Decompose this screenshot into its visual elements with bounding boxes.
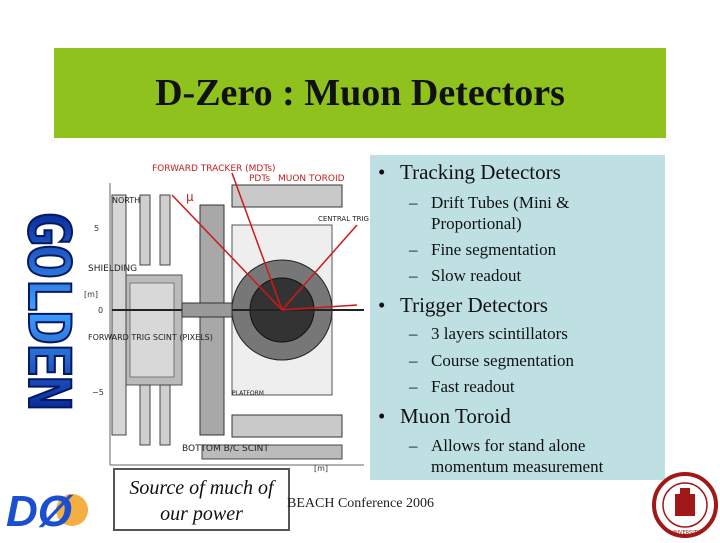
label-north: NORTH <box>112 196 140 205</box>
sub-dash: – <box>409 436 418 455</box>
university-seal: UNIVERSITY <box>652 472 718 538</box>
label-muon-toroid: MUON TOROID <box>278 174 345 184</box>
sub-text: Allows for stand alone momentum measurem… <box>431 436 604 476</box>
label-pdts: PDTs <box>249 174 270 184</box>
d0-logo: DØ <box>2 482 92 538</box>
bullet-text: Tracking Detectors <box>400 160 561 184</box>
golden-logo-text: GOLDEN <box>15 211 80 409</box>
sub-item: – Drift Tubes (Mini & Proportional) <box>409 192 659 234</box>
unit-m-bottom: [m] <box>314 464 328 473</box>
bullet-text: Trigger Detectors <box>400 293 548 317</box>
seal-graphic: UNIVERSITY <box>652 472 718 538</box>
golden-logo-graphic: GOLDEN <box>14 210 84 410</box>
golden-vertical-logo: GOLDEN <box>10 160 84 460</box>
footer-conference: BEACH Conference 2006 <box>287 496 434 511</box>
unit-m: [m] <box>84 290 98 299</box>
label-mu: μ <box>186 190 194 204</box>
bullet-text: Muon Toroid <box>400 404 511 428</box>
d0-logo-graphic: DØ <box>6 487 88 536</box>
sub-dash: – <box>409 240 418 259</box>
slide-title: D-Zero : Muon Detectors <box>155 72 565 114</box>
bullet-mark: • <box>378 160 386 184</box>
sub-text: 3 layers scintillators <box>431 324 568 343</box>
sub-item: – 3 layers scintillators <box>409 323 659 344</box>
label-forward-trig: FORWARD TRIG SCINT (PIXELS) <box>88 333 213 342</box>
title-bar: D-Zero : Muon Detectors <box>54 48 666 138</box>
tick-0: 0 <box>98 306 103 315</box>
sub-text: Course segmentation <box>431 351 575 370</box>
seal-text: UNIVERSITY <box>670 530 701 536</box>
sub-text: Fine segmentation <box>431 240 557 259</box>
sub-dash: – <box>409 324 418 343</box>
bullet-toroid: • Muon Toroid <box>378 404 511 428</box>
sub-item: – Fast readout <box>409 376 659 397</box>
bullet-mark: • <box>378 293 386 317</box>
sub-text: Fast readout <box>431 377 515 396</box>
sub-text: Slow readout <box>431 266 522 285</box>
label-platform: PLATFORM <box>232 390 264 397</box>
detector-schematic: FORWARD TRACKER (MDTs) PDTs MUON TOROID … <box>82 155 412 483</box>
d0-logo-text: DØ <box>6 487 74 536</box>
sub-item: – Fine segmentation <box>409 239 659 260</box>
content-panel: • Tracking Detectors – Drift Tubes (Mini … <box>370 155 665 480</box>
sub-text: Drift Tubes (Mini & Proportional) <box>431 193 570 233</box>
label-forward-tracker: FORWARD TRACKER (MDTs) <box>152 164 276 174</box>
sub-dash: – <box>409 266 418 285</box>
sub-item: – Slow readout <box>409 265 659 286</box>
label-bottom: BOTTOM B/C SCINT <box>182 444 269 454</box>
tick-5: 5 <box>94 224 99 233</box>
bullet-mark: • <box>378 404 386 428</box>
bullet-trigger: • Trigger Detectors <box>378 293 548 317</box>
label-central-trig: CENTRAL TRIG SCINT (A φ) <box>318 215 370 223</box>
bullet-tracking: • Tracking Detectors <box>378 160 561 184</box>
sub-dash: – <box>409 193 418 212</box>
sub-dash: – <box>409 377 418 396</box>
caption-box: Source of much of our power <box>113 468 290 531</box>
tick-minus-5: −5 <box>92 388 104 397</box>
sub-dash: – <box>409 351 418 370</box>
sub-item: – Course segmentation <box>409 350 659 371</box>
label-shielding: SHIELDING <box>88 264 137 274</box>
sub-item: – Allows for stand alone momentum measur… <box>409 435 659 477</box>
muon-detector-diagram: FORWARD TRACKER (MDTs) PDTs MUON TOROID … <box>82 155 412 483</box>
